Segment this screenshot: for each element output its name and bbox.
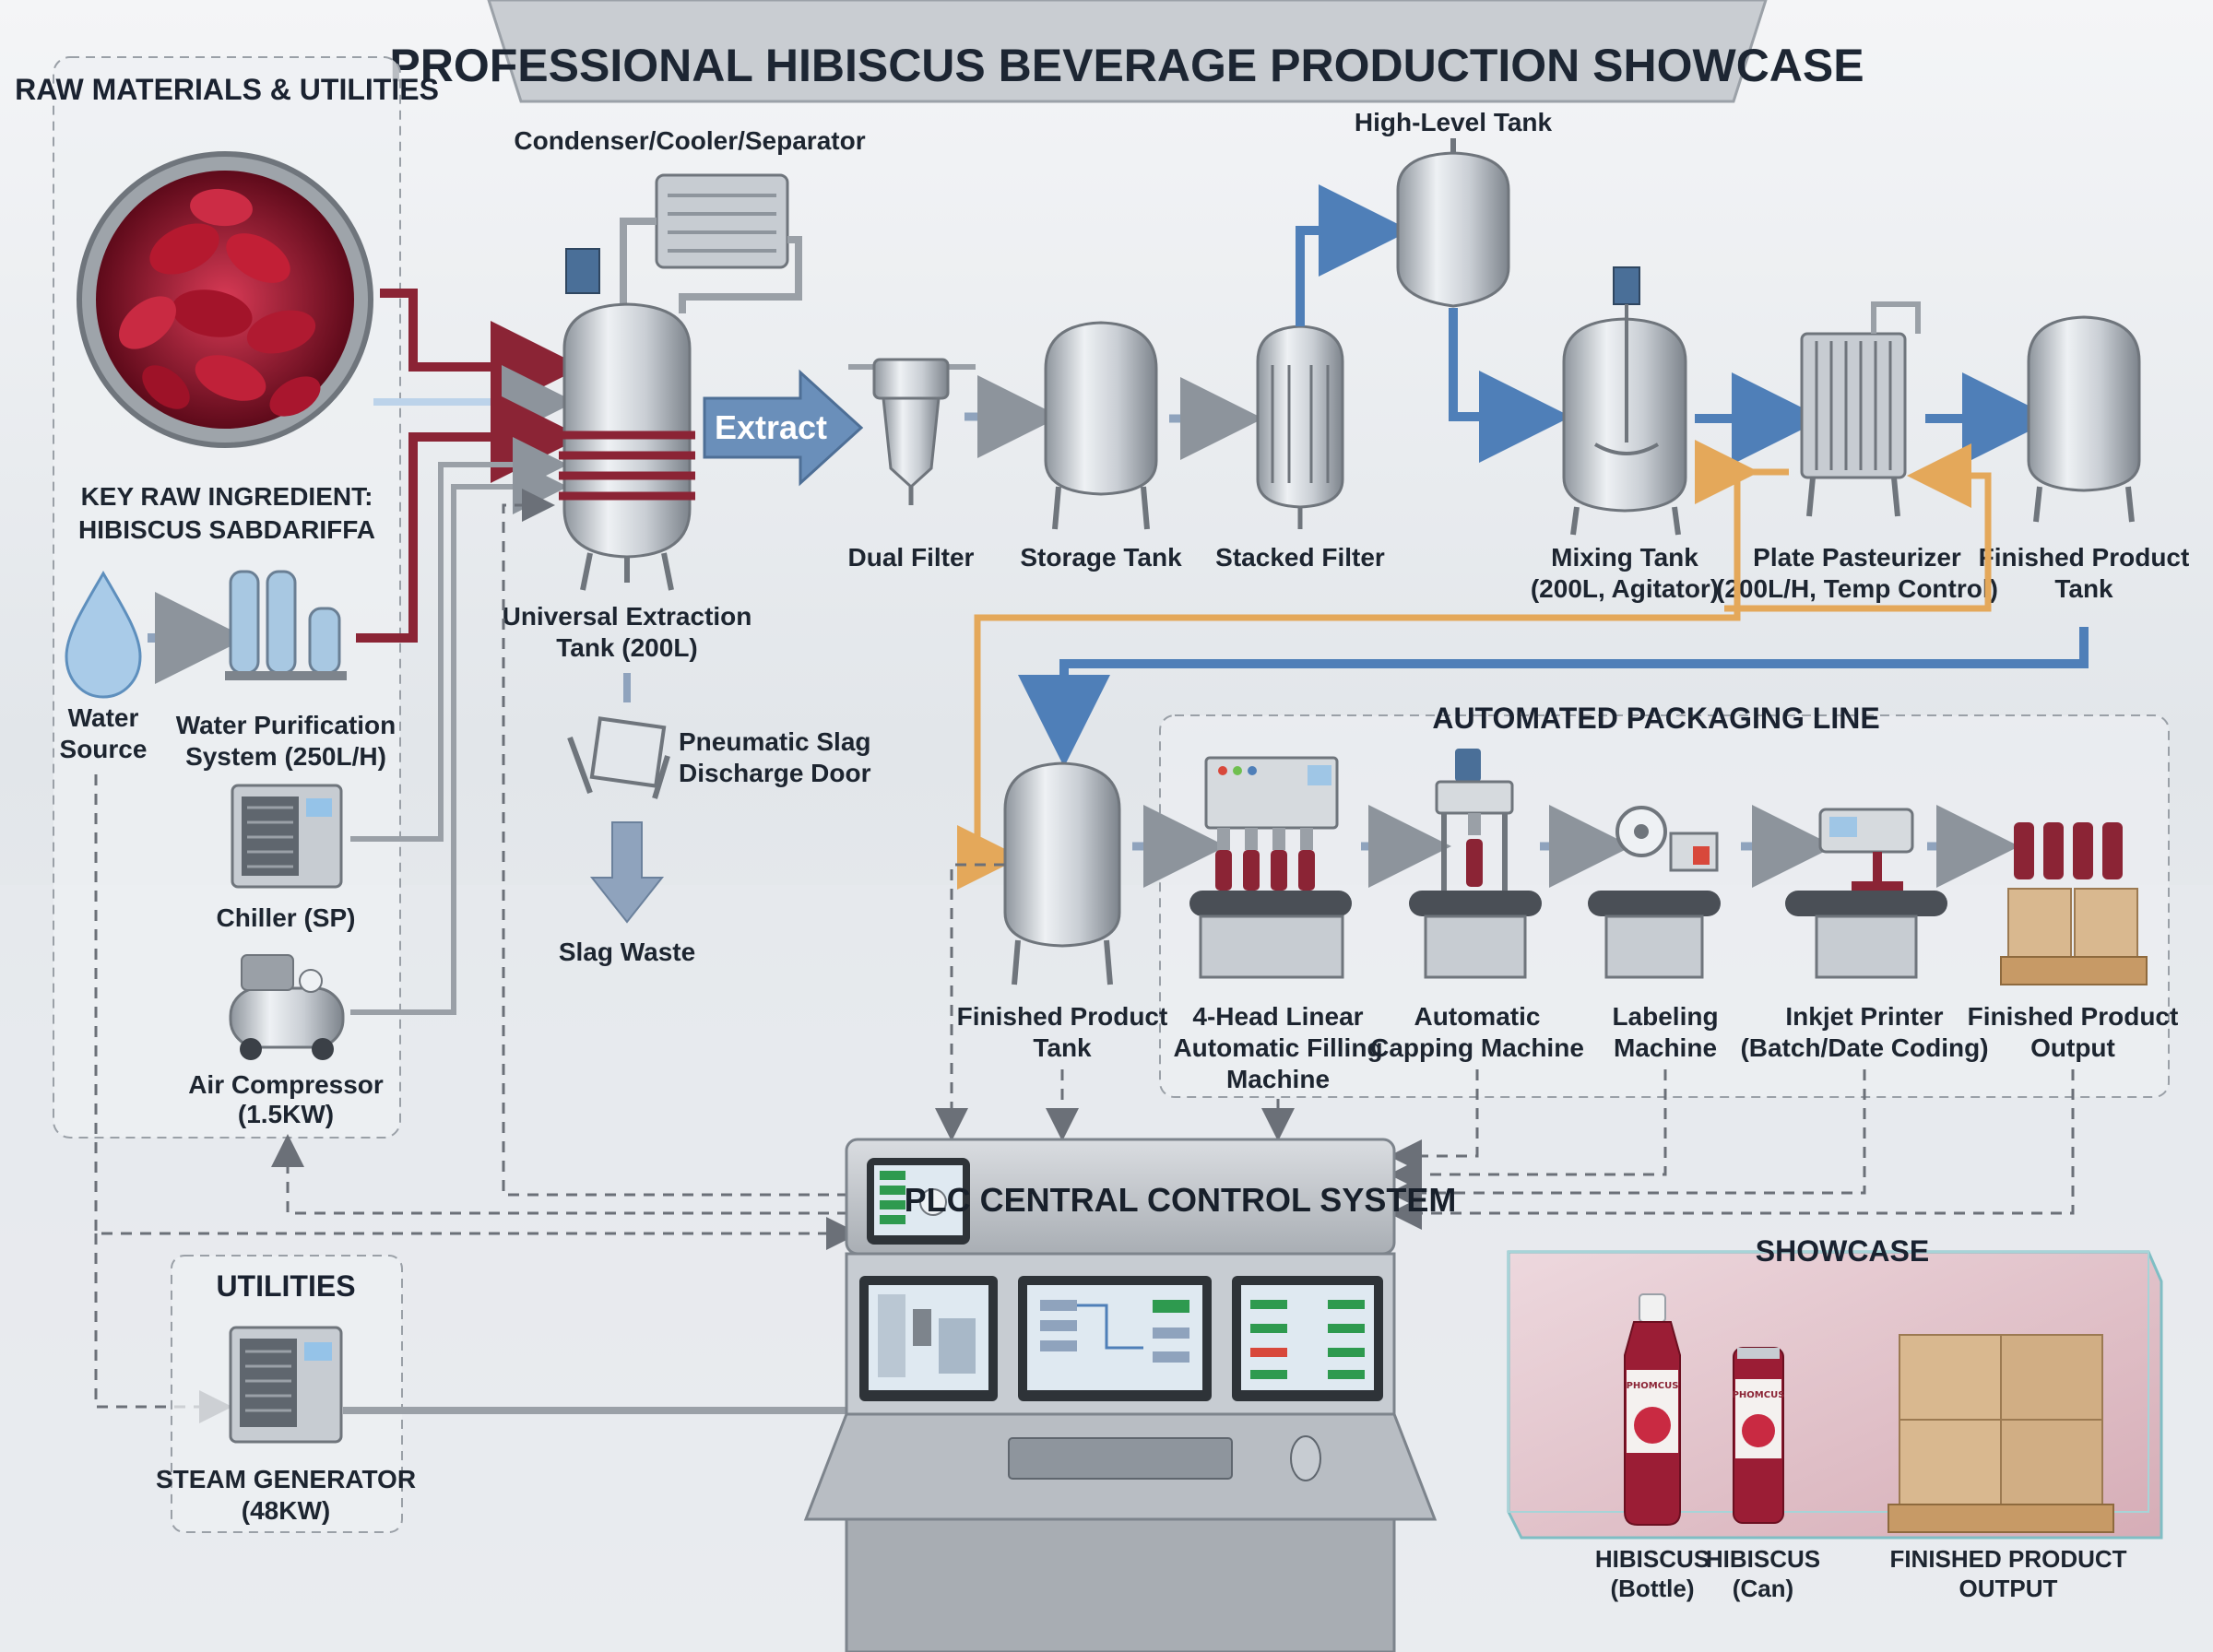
plate-pasteurizer	[1800, 301, 1921, 517]
high-level-tank	[1396, 138, 1510, 308]
slag-door-label-1: Pneumatic Slag	[679, 727, 871, 756]
mixing-tank-label-1: Mixing Tank	[1551, 543, 1698, 572]
slag-waste-label: Slag Waste	[559, 938, 695, 966]
water-drop-icon	[65, 571, 142, 699]
hibiscus-bowl	[77, 151, 373, 448]
extract-arrow: Extract	[703, 369, 864, 487]
key-ingredient-label-1: KEY RAW INGREDIENT:	[81, 482, 373, 511]
inkjet-label-1: Inkjet Printer	[1785, 1002, 1943, 1031]
air-compressor-label-2: (1.5KW)	[238, 1100, 334, 1128]
fp-tank-top-label-2: Tank	[2054, 574, 2113, 603]
extraction-tank-label-1: Universal Extraction	[503, 602, 752, 631]
stacked-filter	[1256, 324, 1344, 529]
can-brand: PHOMCUS	[1733, 1390, 1785, 1400]
utilities-heading: UTILITIES	[216, 1269, 355, 1303]
stacked-to-highlevel-pipe	[1296, 184, 1411, 326]
showcase-output-label-2: OUTPUT	[1959, 1575, 2058, 1602]
bottle-label-2: (Bottle)	[1611, 1575, 1695, 1602]
can-label-2: (Can)	[1733, 1575, 1793, 1602]
raw-materials-heading: RAW MATERIALS & UTILITIES	[15, 73, 439, 106]
pasteurizer-label-1: Plate Pasteurizer	[1753, 543, 1961, 572]
extraction-tank	[559, 248, 695, 591]
capping-label-2: Capping Machine	[1370, 1033, 1584, 1062]
mixing-tank	[1562, 266, 1687, 536]
extraction-tank-label-2: Tank (200L)	[556, 633, 698, 662]
storage-tank	[1044, 321, 1158, 530]
water-source-label-2: Source	[60, 735, 148, 763]
raw-supply-pipes	[350, 289, 583, 1015]
storage-tank-label: Storage Tank	[1020, 543, 1182, 572]
condenser-unit	[620, 173, 802, 313]
dual-filter	[848, 358, 976, 505]
slag-door-label-2: Discharge Door	[679, 759, 871, 787]
condenser-label: Condenser/Cooler/Separator	[514, 126, 865, 155]
filling-label-3: Machine	[1226, 1065, 1330, 1093]
filling-label-2: Automatic Filling	[1173, 1033, 1382, 1062]
labeling-label-1: Labeling	[1612, 1002, 1718, 1031]
fp-tank-bottom-label-1: Finished Product	[957, 1002, 1168, 1031]
page-title: PROFESSIONAL HIBISCUS BEVERAGE PRODUCTIO…	[389, 40, 1864, 91]
labeling-label-2: Machine	[1614, 1033, 1717, 1062]
output-label-2: Output	[2030, 1033, 2115, 1062]
keyboard-icon	[1008, 1437, 1233, 1480]
key-ingredient-label-2: HIBISCUS SABDARIFFA	[78, 515, 375, 544]
finished-product-tank-top	[2027, 315, 2141, 523]
capping-label-1: Automatic	[1414, 1002, 1541, 1031]
bottle-brand: PHOMCUS	[1627, 1381, 1679, 1391]
slag-discharge	[567, 673, 670, 924]
fp-tank-top-label-1: Finished Product	[1979, 543, 2190, 572]
labeling-machine	[1588, 806, 1721, 979]
mixing-tank-label-2: (200L, Agitator)	[1531, 574, 1719, 603]
hot-water-loop	[957, 440, 1992, 890]
showcase-can: PHOMCUS	[1733, 1347, 1785, 1524]
raw-materials-section: RAW MATERIALS & UTILITIES KEY RAW INGRED…	[15, 56, 439, 1139]
air-compressor-icon	[229, 954, 345, 1060]
can-label-1: HIBISCUS	[1706, 1545, 1820, 1573]
chiller-label: Chiller (SP)	[217, 903, 356, 932]
fp-tank-bottom-label-2: Tank	[1033, 1033, 1092, 1062]
showcase-output-label-1: FINISHED PRODUCT	[1889, 1545, 2126, 1573]
slag-down-arrow	[589, 821, 665, 924]
filling-machine	[1189, 756, 1352, 979]
fptank-to-packaging-pipe	[1018, 627, 2089, 767]
finished-product-output	[2000, 822, 2148, 985]
air-compressor-label-1: Air Compressor	[188, 1070, 384, 1099]
inkjet-printer	[1785, 808, 1947, 979]
output-label-1: Finished Product	[1968, 1002, 2179, 1031]
purification-label-2: System (250L/H)	[185, 742, 386, 771]
high-level-tank-label: High-Level Tank	[1355, 108, 1553, 136]
showcase-boxes	[1888, 1334, 2114, 1533]
showcase-section: SHOWCASE PHOMCUS PHOMCUS	[1507, 1234, 2163, 1540]
dual-filter-label: Dual Filter	[848, 543, 975, 572]
mouse-icon	[1290, 1435, 1321, 1481]
inkjet-label-2: (Batch/Date Coding)	[1740, 1033, 1988, 1062]
steam-generator-icon	[229, 1326, 343, 1444]
stacked-filter-label: Stacked Filter	[1215, 543, 1385, 572]
title-banner: PROFESSIONAL HIBISCUS BEVERAGE PRODUCTIO…	[389, 0, 1864, 103]
capping-machine	[1409, 749, 1542, 979]
touch-hand-icon	[919, 1188, 947, 1216]
water-source-label-1: Water	[68, 703, 139, 732]
packaging-heading: AUTOMATED PACKAGING LINE	[1432, 702, 1879, 735]
steam-generator-label-1: STEAM GENERATOR	[156, 1465, 416, 1493]
purification-label-1: Water Purification	[176, 711, 396, 739]
bottle-label-1: HIBISCUS	[1595, 1545, 1710, 1573]
extract-label: Extract	[715, 408, 827, 446]
showcase-heading: SHOWCASE	[1756, 1234, 1929, 1268]
filling-label-1: 4-Head Linear	[1192, 1002, 1363, 1031]
steam-generator-label-2: (48KW)	[242, 1496, 330, 1525]
pasteurizer-label-2: (200L/H, Temp Control)	[1716, 574, 1998, 603]
finished-product-tank-bottom	[1003, 761, 1121, 985]
showcase-bottle: PHOMCUS	[1624, 1293, 1681, 1526]
plc-heading: PLC CENTRAL CONTROL SYSTEM	[905, 1181, 1457, 1219]
water-purification-icon	[225, 570, 347, 680]
chiller-icon	[231, 784, 343, 889]
utilities-section: UTILITIES STEAM GENERATOR (48KW)	[156, 1255, 416, 1533]
plc-console: PLC CENTRAL CONTROL SYSTEM	[803, 1138, 1457, 1652]
highlevel-to-mixing-pipe	[1449, 308, 1571, 463]
